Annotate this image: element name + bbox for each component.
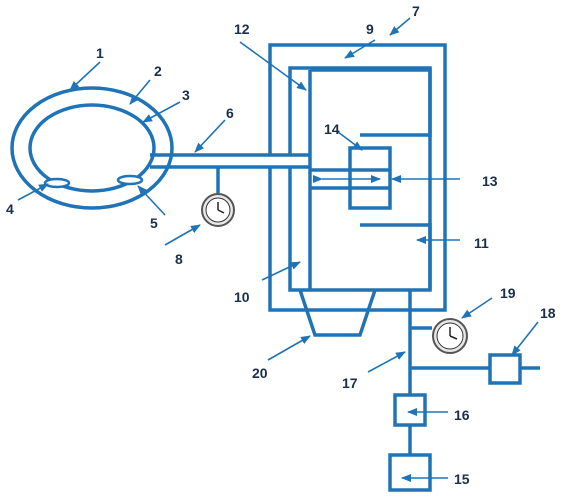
leader-20 xyxy=(267,335,311,361)
leader-1 xyxy=(69,61,101,91)
window-left xyxy=(43,177,71,189)
label-18: 18 xyxy=(540,305,556,321)
leader-17 xyxy=(367,351,406,373)
label-4: 4 xyxy=(6,201,14,217)
label-12: 12 xyxy=(234,21,250,37)
leader-12 xyxy=(239,41,307,91)
leader-18 xyxy=(511,321,539,356)
leader-14 xyxy=(337,131,363,151)
leader-7 xyxy=(389,17,411,36)
label-10: 10 xyxy=(234,289,250,305)
pressure-gauge-icon xyxy=(432,318,468,354)
inner-ring xyxy=(28,103,156,193)
leader-3 xyxy=(142,101,181,123)
e-shape-top xyxy=(310,68,432,137)
label-13: 13 xyxy=(482,173,498,189)
label-20: 20 xyxy=(252,365,268,381)
leader-8 xyxy=(164,224,201,246)
label-8: 8 xyxy=(175,251,183,267)
label-3: 3 xyxy=(182,87,190,103)
part-16-box xyxy=(393,393,427,427)
leader-6 xyxy=(194,119,226,153)
label-17: 17 xyxy=(342,375,358,391)
outer-ring xyxy=(10,86,174,210)
label-15: 15 xyxy=(454,471,470,487)
leader-2 xyxy=(129,79,151,105)
window-right xyxy=(116,174,144,186)
label-11: 11 xyxy=(474,235,489,251)
leader-4 xyxy=(17,183,49,201)
label-1: 1 xyxy=(96,45,104,61)
label-7: 7 xyxy=(412,3,420,19)
part-14-box xyxy=(348,146,392,210)
label-6: 6 xyxy=(226,105,234,121)
label-19: 19 xyxy=(500,285,516,301)
label-5: 5 xyxy=(150,215,158,231)
part-15-box xyxy=(388,453,432,492)
leader-9 xyxy=(344,39,376,59)
label-9: 9 xyxy=(366,21,374,37)
leader-19 xyxy=(461,297,493,319)
label-14: 14 xyxy=(324,121,340,137)
hopper xyxy=(298,289,377,337)
label-2: 2 xyxy=(154,63,162,79)
part-18-box xyxy=(488,353,522,385)
e-shape-bottom xyxy=(360,223,432,290)
label-16: 16 xyxy=(454,407,470,423)
pressure-gauge-icon xyxy=(201,193,235,227)
outer-vessel xyxy=(268,43,447,312)
leader-10 xyxy=(261,261,301,281)
leader-5 xyxy=(137,185,166,216)
